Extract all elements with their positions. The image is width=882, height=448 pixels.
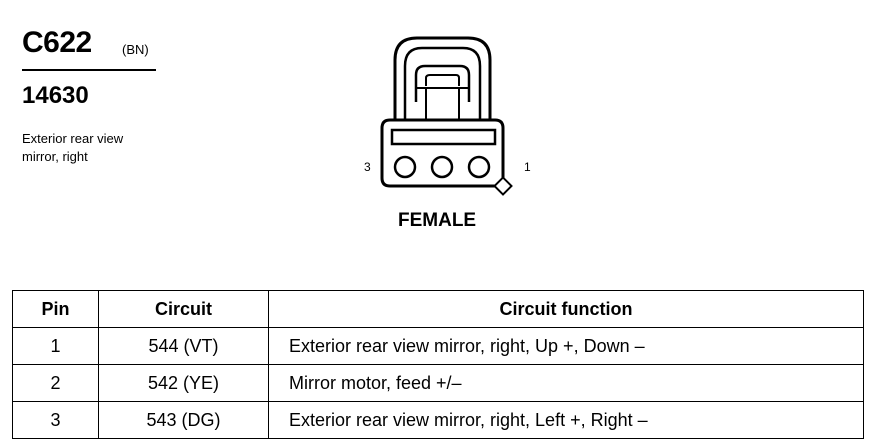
table-row: 3 543 (DG) Exterior rear view mirror, ri…: [12, 401, 864, 439]
column-header-function: Circuit function: [268, 290, 864, 328]
connector-id: C622: [22, 26, 92, 59]
table-header-row: Pin Circuit Circuit function: [12, 290, 864, 328]
connector-slot: [390, 128, 497, 146]
column-header-circuit: Circuit: [98, 290, 269, 328]
circuit-cell: 542 (YE): [98, 364, 269, 402]
latch-tab: [414, 64, 471, 102]
description-line: Exterior rear view: [22, 131, 124, 146]
pin-number-right: 1: [524, 160, 531, 174]
pin-cavity-1: [467, 155, 491, 179]
connector-face-diagram: [380, 36, 513, 196]
description-line: mirror, right: [22, 149, 88, 164]
pin-cavity-2: [430, 155, 454, 179]
circuit-cell: 543 (DG): [98, 401, 269, 439]
table-row: 1 544 (VT) Exterior rear view mirror, ri…: [12, 327, 864, 365]
circuit-cell: 544 (VT): [98, 327, 269, 365]
pin-cell: 1: [12, 327, 99, 365]
connector-description: Exterior rear view mirror, right: [22, 130, 172, 166]
connector-gender: FEMALE: [398, 210, 477, 231]
column-header-pin: Pin: [12, 290, 99, 328]
connector-color-code: (BN): [122, 42, 149, 57]
pin-table: Pin Circuit Circuit function 1 544 (VT) …: [12, 290, 864, 439]
function-cell: Exterior rear view mirror, right, Up +, …: [268, 327, 864, 365]
header-divider: [22, 69, 156, 71]
pin-number-left: 3: [364, 160, 371, 174]
pin-cavity-3: [393, 155, 417, 179]
function-cell: Mirror motor, feed +/–: [268, 364, 864, 402]
pin-cell: 3: [12, 401, 99, 439]
latch-tab-inner: [425, 74, 460, 86]
table-row: 2 542 (YE) Mirror motor, feed +/–: [12, 364, 864, 402]
latch-housing-inner: [403, 46, 482, 128]
pin-cell: 2: [12, 364, 99, 402]
function-cell: Exterior rear view mirror, right, Left +…: [268, 401, 864, 439]
pin-1-indicator: [493, 176, 513, 196]
part-number: 14630: [22, 82, 89, 109]
latch-housing-outer: [393, 36, 492, 128]
